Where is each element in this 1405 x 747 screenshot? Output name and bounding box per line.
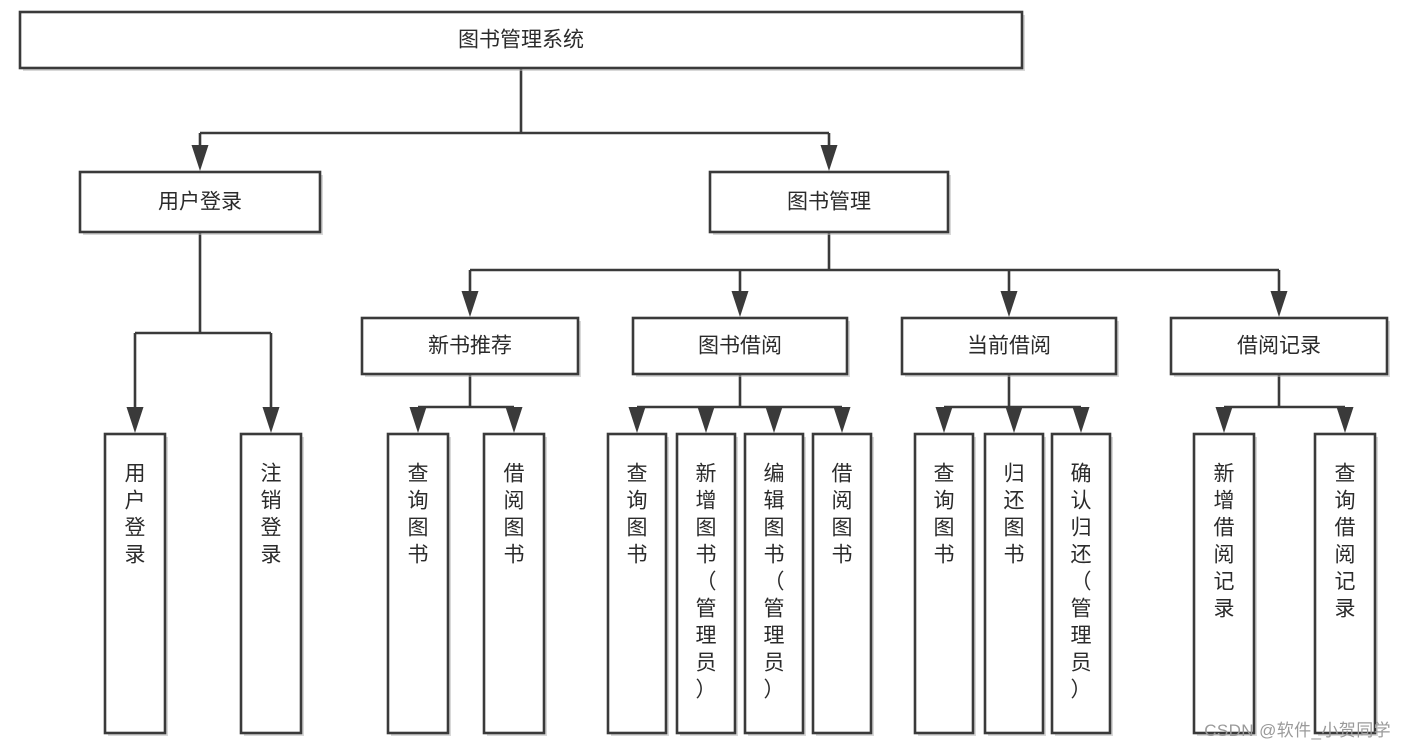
node-user-login[interactable]: 用户登录 xyxy=(78,170,323,235)
node-leaf-add-record[interactable]: 新增借阅记录 xyxy=(1192,432,1257,736)
node-box[interactable] xyxy=(1050,432,1112,735)
arrow-head xyxy=(262,407,280,433)
node-box[interactable] xyxy=(103,432,167,735)
node-box[interactable] xyxy=(811,432,873,735)
node-label: 查询图书 xyxy=(627,462,648,566)
node-box[interactable] xyxy=(360,316,580,376)
arrow-head xyxy=(191,145,209,171)
arrow-head xyxy=(1000,291,1018,317)
node-root[interactable]: 图书管理系统 xyxy=(18,10,1025,71)
node-label: 确认归还（管理员） xyxy=(1071,462,1092,701)
node-box[interactable] xyxy=(1192,432,1256,735)
arrow-head xyxy=(765,407,783,433)
arrow-head xyxy=(833,407,851,433)
nodes-layer: 图书管理系统用户登录图书管理新书推荐图书借阅当前借阅借阅记录用户登录注销登录查询… xyxy=(18,10,1390,736)
arrow-head xyxy=(461,291,479,317)
arrow-head xyxy=(731,291,749,317)
node-box[interactable] xyxy=(606,432,668,735)
node-leaf-borrow-book-rec[interactable]: 借阅图书 xyxy=(482,432,547,736)
node-box[interactable] xyxy=(913,432,975,735)
node-label: 借阅记录 xyxy=(1237,335,1321,358)
arrow-head xyxy=(820,145,838,171)
node-leaf-query-record[interactable]: 查询借阅记录 xyxy=(1313,432,1378,736)
arrow-head xyxy=(1215,407,1233,433)
arrow-head xyxy=(1005,407,1023,433)
node-label: 借阅图书 xyxy=(504,462,525,566)
connector-group-book-manage xyxy=(461,232,1288,317)
arrow-head xyxy=(409,407,427,433)
arrow-head xyxy=(1270,291,1288,317)
node-current-borrow[interactable]: 当前借阅 xyxy=(900,316,1119,377)
node-box[interactable] xyxy=(239,432,303,735)
node-label: 当前借阅 xyxy=(967,335,1051,358)
node-leaf-user-logout[interactable]: 注销登录 xyxy=(239,432,304,736)
node-box[interactable] xyxy=(1313,432,1377,735)
node-borrow-record[interactable]: 借阅记录 xyxy=(1169,316,1390,377)
node-label: 归还图书 xyxy=(1004,462,1025,566)
node-leaf-query-book-cur[interactable]: 查询图书 xyxy=(913,432,976,736)
csdn-watermark: CSDN @软件_小贺同学 xyxy=(1204,721,1391,740)
node-label: 查询借阅记录 xyxy=(1335,462,1356,620)
node-leaf-query-book-borrow[interactable]: 查询图书 xyxy=(606,432,669,736)
arrow-head xyxy=(505,407,523,433)
node-box[interactable] xyxy=(675,432,737,735)
node-box[interactable] xyxy=(631,316,849,376)
node-leaf-query-book-rec[interactable]: 查询图书 xyxy=(386,432,451,736)
node-box[interactable] xyxy=(1169,316,1389,376)
node-new-book-rec[interactable]: 新书推荐 xyxy=(360,316,581,377)
arrow-head xyxy=(628,407,646,433)
node-label: 图书管理系统 xyxy=(458,29,584,52)
node-box[interactable] xyxy=(18,10,1024,70)
connectors-layer xyxy=(126,68,1354,433)
node-label: 新增图书（管理员） xyxy=(696,462,717,701)
node-box[interactable] xyxy=(743,432,805,735)
connector-group-current-borrow xyxy=(935,374,1090,433)
connector-group-book-borrow xyxy=(628,374,851,433)
node-label: 用户登录 xyxy=(158,191,242,214)
node-box[interactable] xyxy=(983,432,1045,735)
node-box[interactable] xyxy=(78,170,322,234)
node-leaf-add-book[interactable]: 新增图书（管理员） xyxy=(675,432,738,736)
node-label: 图书借阅 xyxy=(698,335,782,358)
node-label: 查询图书 xyxy=(408,462,429,566)
node-label: 用户登录 xyxy=(125,462,146,566)
node-label: 新增借阅记录 xyxy=(1214,462,1235,620)
node-box[interactable] xyxy=(708,170,950,234)
connector-group-new-book-rec xyxy=(409,374,523,433)
arrow-head xyxy=(126,407,144,433)
node-label: 新书推荐 xyxy=(428,335,512,358)
node-leaf-user-login[interactable]: 用户登录 xyxy=(103,432,168,736)
node-box[interactable] xyxy=(482,432,546,735)
arrow-head xyxy=(1336,407,1354,433)
arrow-head xyxy=(1072,407,1090,433)
node-leaf-edit-book[interactable]: 编辑图书（管理员） xyxy=(743,432,806,736)
node-label: 图书管理 xyxy=(787,191,871,214)
connector-group-borrow-record xyxy=(1215,374,1354,433)
node-leaf-return-book[interactable]: 归还图书 xyxy=(983,432,1046,736)
arrow-head xyxy=(935,407,953,433)
connector-group-user-login xyxy=(126,232,280,433)
connector-group-root xyxy=(191,68,838,171)
node-label: 注销登录 xyxy=(261,462,282,566)
node-label: 借阅图书 xyxy=(832,462,853,566)
node-label: 编辑图书（管理员） xyxy=(764,462,785,701)
arrow-head xyxy=(697,407,715,433)
node-label: 查询图书 xyxy=(934,462,955,566)
node-box[interactable] xyxy=(900,316,1118,376)
node-book-manage[interactable]: 图书管理 xyxy=(708,170,951,235)
node-leaf-borrow-book[interactable]: 借阅图书 xyxy=(811,432,874,736)
node-book-borrow[interactable]: 图书借阅 xyxy=(631,316,850,377)
node-box[interactable] xyxy=(386,432,450,735)
node-leaf-confirm-return[interactable]: 确认归还（管理员） xyxy=(1050,432,1113,736)
